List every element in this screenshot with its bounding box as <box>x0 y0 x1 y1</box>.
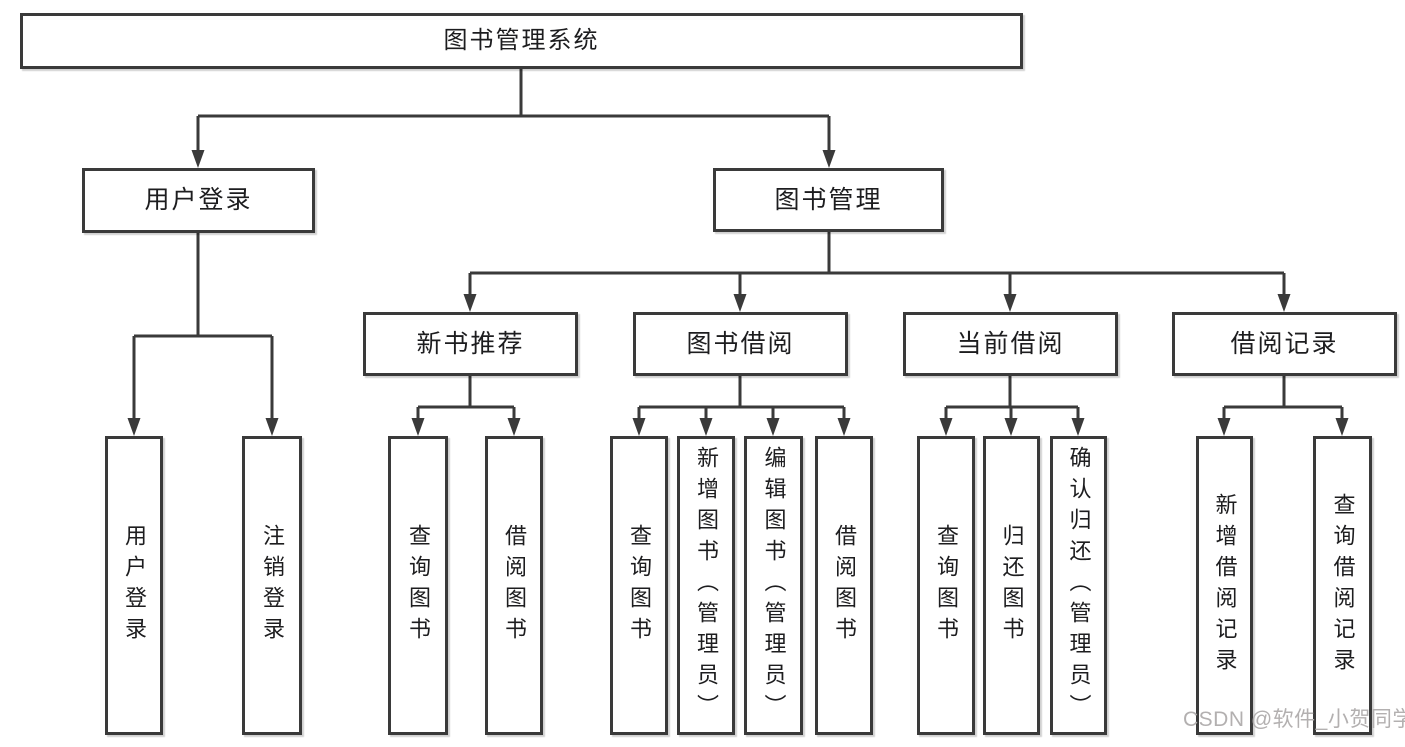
leaf-bor-edit-book: 编辑图书（管理员） <box>744 436 803 735</box>
node-current-borrow-label: 当前借阅 <box>956 329 1065 358</box>
leaf-cur-return-book: 归还图书 <box>983 436 1040 735</box>
leaf-rec-borrow-book: 借阅图书 <box>485 436 543 735</box>
leaf-bor-borrow-book: 借阅图书 <box>815 436 873 735</box>
leaf-bor-query-book-label: 查询图书 <box>627 523 652 648</box>
node-new-book-recommend: 新书推荐 <box>363 312 578 376</box>
leaf-cur-confirm-return: 确认归还（管理员） <box>1050 436 1107 735</box>
leaf-rcd-add-record: 新增借阅记录 <box>1196 436 1253 735</box>
node-user-login: 用户登录 <box>82 168 315 233</box>
node-current-borrow: 当前借阅 <box>903 312 1118 376</box>
leaf-rcd-query-record-label: 查询借阅记录 <box>1330 492 1356 679</box>
node-book-management-label: 图书管理 <box>774 185 883 214</box>
leaf-rcd-query-record: 查询借阅记录 <box>1313 436 1372 735</box>
leaf-logout: 注销登录 <box>242 436 302 735</box>
node-book-management: 图书管理 <box>713 168 944 232</box>
node-borrow-record: 借阅记录 <box>1172 312 1397 376</box>
leaf-logout-label: 注销登录 <box>260 523 285 648</box>
leaf-rec-borrow-book-label: 借阅图书 <box>502 523 527 648</box>
node-book-borrow-label: 图书借阅 <box>686 329 795 358</box>
leaf-rec-query-book: 查询图书 <box>388 436 448 735</box>
node-book-borrow: 图书借阅 <box>633 312 848 376</box>
csdn-watermark: CSDN @软件_小贺同学 <box>1183 708 1405 731</box>
leaf-bor-add-book: 新增图书（管理员） <box>677 436 735 735</box>
leaf-cur-return-book-label: 归还图书 <box>999 523 1025 648</box>
leaf-cur-confirm-return-label: 确认归还（管理员） <box>1066 446 1092 725</box>
node-user-login-label: 用户登录 <box>144 186 253 214</box>
leaf-user-login-label: 用户登录 <box>122 523 147 648</box>
leaf-user-login: 用户登录 <box>105 436 163 735</box>
leaf-cur-query-book: 查询图书 <box>917 436 975 735</box>
leaf-bor-add-book-label: 新增图书（管理员） <box>694 446 719 725</box>
leaf-bor-query-book: 查询图书 <box>610 436 668 735</box>
leaf-cur-query-book-label: 查询图书 <box>934 523 959 648</box>
node-new-book-recommend-label: 新书推荐 <box>416 329 525 358</box>
node-root-label: 图书管理系统 <box>443 27 600 54</box>
leaf-rcd-add-record-label: 新增借阅记录 <box>1212 492 1238 679</box>
leaf-bor-borrow-book-label: 借阅图书 <box>832 523 857 648</box>
node-root: 图书管理系统 <box>20 13 1023 69</box>
node-borrow-record-label: 借阅记录 <box>1230 329 1339 358</box>
leaf-rec-query-book-label: 查询图书 <box>406 523 431 648</box>
leaf-bor-edit-book-label: 编辑图书（管理员） <box>761 446 787 725</box>
